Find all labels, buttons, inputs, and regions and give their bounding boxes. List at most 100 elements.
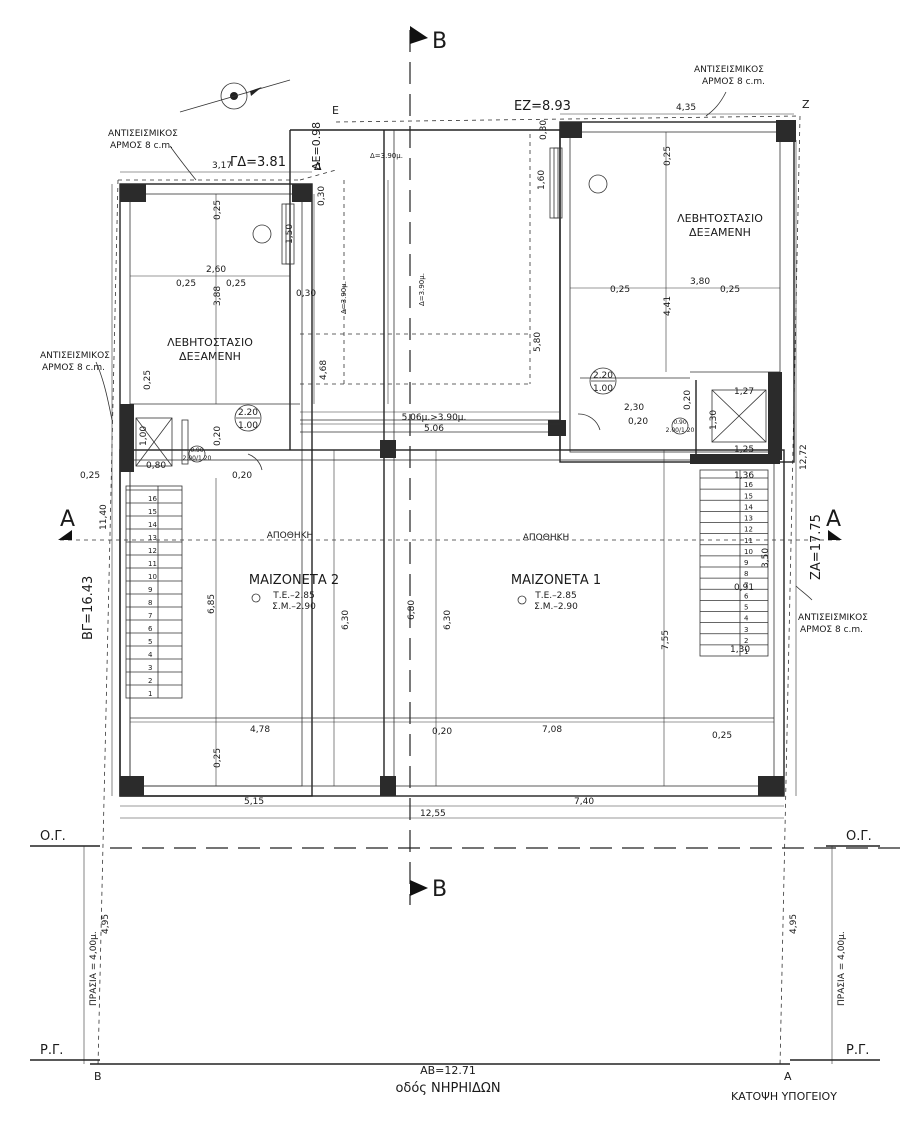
dim-350: 3,50	[761, 548, 771, 568]
corner-d: Δ	[314, 160, 322, 173]
dim-380: 3,80	[690, 277, 710, 287]
corner-e: E	[332, 104, 339, 117]
dim-125: 1,25	[734, 445, 754, 455]
window-tag-right-top: 0.90	[673, 419, 687, 426]
stair-step-number: 7	[744, 581, 748, 589]
windows	[181, 147, 563, 465]
ramp-dim-1: 5.06μ.>3.90μ.	[402, 413, 467, 423]
front-setback-right: ΠΡΑΣΙΑ = 4,00μ.	[837, 931, 847, 1006]
stair-step-number: 1	[744, 648, 748, 656]
stair-step-number: 4	[148, 651, 153, 659]
boundary-gd: ΓΔ=3.81	[230, 155, 286, 170]
street-line: Ρ.Γ. Ρ.Γ.	[30, 1043, 880, 1061]
boiler-room-left-2: ΔΕΞΑΜΕΝΗ	[179, 350, 241, 363]
door-tags	[188, 174, 689, 471]
door-tag-left-bottom: 1.00	[238, 421, 258, 431]
dim-495-right: 4,95	[789, 914, 799, 934]
dim-708: 7,08	[542, 725, 562, 735]
stair-step-number: 11	[148, 560, 157, 568]
boundary-de: ΔΕ=0.98	[310, 122, 323, 170]
boundary-bg: ΒΓ=16.43	[81, 576, 96, 640]
dim-317: 3,17	[212, 161, 232, 171]
stair-step-number: 8	[744, 570, 748, 578]
seismic-joint-label-4b: ΑΡΜΟΣ 8 c.m.	[800, 625, 863, 635]
dim-020-b: 0,20	[628, 417, 648, 427]
stair-step-number: 6	[148, 625, 153, 633]
dim-685: 6,85	[207, 594, 217, 614]
section-line-b: B B	[409, 26, 447, 905]
corner-a: A	[784, 1070, 792, 1083]
stair-step-number: 13	[744, 515, 753, 523]
dim-020-a: 0,20	[432, 727, 452, 737]
dimension-lines	[111, 113, 797, 819]
rg-label-right: Ρ.Γ.	[846, 1043, 869, 1058]
dim-130-b: 1,30	[730, 645, 750, 655]
dim-390-a: Δ=3.90μ.	[340, 281, 348, 314]
dim-020-d: 0,20	[213, 426, 223, 446]
corner-z: Z	[802, 98, 810, 111]
window-tag-right-bottom: 2.00/1.20	[666, 427, 695, 434]
stair-step-number: 5	[148, 638, 152, 646]
stair-step-number: 12	[148, 547, 157, 555]
seismic-joint-leaders	[95, 91, 813, 601]
boundary-za: ΖΑ=17.75	[809, 514, 824, 580]
dim-435: 4,35	[676, 103, 696, 113]
stair-step-number: 8	[148, 599, 152, 607]
maisonette-1-name: ΜΑΙΖΟΝΕΤΑ 1	[511, 573, 601, 588]
dim-630-a: 6,30	[341, 610, 351, 630]
stair-step-number: 14	[148, 521, 157, 529]
street-name: οδός ΝΗΡΗΙΔΩΝ	[395, 1081, 500, 1096]
north-arrow-icon	[179, 79, 291, 113]
ramp-dim-2: 5.06	[424, 424, 444, 434]
seismic-joint-label-2a: ΑΝΤΙΣΕΙΣΜΙΚΟΣ	[694, 65, 764, 75]
level-markers	[251, 593, 527, 605]
seismic-joint-label-2b: ΑΡΜΟΣ 8 c.m.	[702, 77, 765, 87]
front-setback-left: ΠΡΑΣΙΑ = 4,00μ.	[89, 931, 99, 1006]
boiler-room-right-1: ΛΕΒΗΤΟΣΤΑΣΙΟ	[677, 212, 763, 225]
stair-step-number: 9	[744, 559, 748, 567]
dim-755: 7,55	[661, 630, 671, 650]
stair-step-number: 1	[148, 690, 152, 698]
dim-025-d: 0,25	[720, 285, 740, 295]
dim-025-j: 0,25	[213, 748, 223, 768]
boiler-room-left-1: ΛΕΒΗΤΟΣΤΑΣΙΟ	[167, 336, 253, 349]
stair-step-number: 6	[744, 592, 749, 600]
door-tag-right-bottom: 1.00	[593, 384, 613, 394]
dim-260: 2,60	[206, 265, 226, 275]
stair-step-number: 11	[744, 537, 753, 545]
dim-025-c: 0,25	[610, 285, 630, 295]
dim-091: 0,91	[734, 583, 754, 593]
rg-label-left: Ρ.Γ.	[40, 1043, 63, 1058]
ramp-dim-3: Δ=3.90μ.	[370, 152, 403, 160]
dim-740: 7,40	[574, 797, 594, 807]
dim-1272: 12,72	[799, 444, 809, 470]
maisonette-1-te: Τ.Ε.–2.85	[534, 591, 576, 601]
dim-025-a: 0,25	[176, 279, 196, 289]
seismic-joint-label-1a: ΑΝΤΙΣΕΙΣΜΙΚΟΣ	[108, 129, 178, 139]
stair-step-number: 13	[148, 534, 157, 542]
door-tag-right-top: 2.20	[593, 371, 613, 381]
stair-step-number: 15	[744, 492, 753, 500]
building-walls	[119, 121, 795, 797]
boundary-ez: ΕΖ=8.93	[514, 99, 571, 114]
dim-441: 4,41	[663, 296, 673, 316]
shaft-left	[135, 417, 173, 467]
stair-step-number: 7	[148, 612, 152, 620]
storage-left: ΑΠΟΘΗΚΗ	[267, 531, 314, 541]
maisonette-2-te: Τ.Ε.–2.85	[272, 591, 314, 601]
dim-388: 3,88	[213, 286, 223, 306]
dim-025-h: 0,25	[663, 146, 673, 166]
dim-1255: 12,55	[420, 809, 446, 819]
section-mark-b-top: B	[432, 29, 447, 54]
dim-025-i: 0,25	[143, 370, 153, 390]
dim-680: 6,80	[407, 600, 417, 620]
stair-step-number: 15	[148, 508, 157, 516]
dim-1140: 11,40	[99, 504, 109, 530]
stair-step-number: 9	[148, 586, 152, 594]
dim-230: 2,30	[624, 403, 644, 413]
seismic-joint-label-3b: ΑΡΜΟΣ 8 c.m.	[42, 363, 105, 373]
section-line-a: A A	[58, 507, 842, 541]
dim-030-a: 0,30	[296, 289, 316, 299]
og-label-right: Ο.Γ.	[846, 829, 872, 844]
